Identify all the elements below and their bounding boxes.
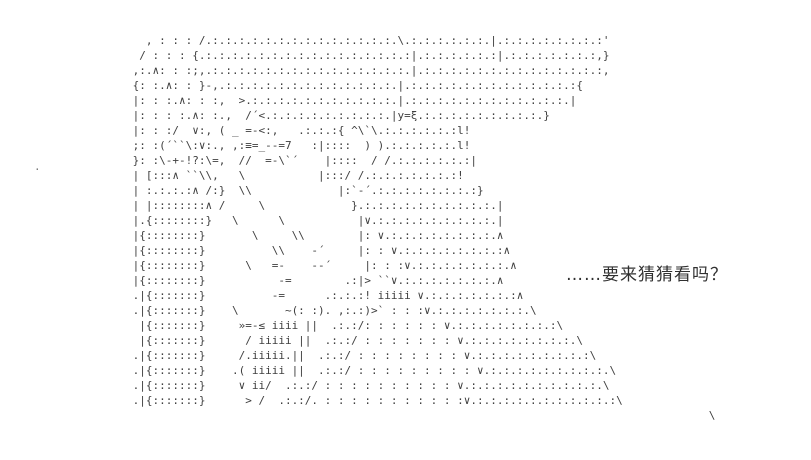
speech-text: ……要来猜猜看吗？ xyxy=(566,265,728,285)
stray-mark: . xyxy=(34,160,41,173)
ascii-art: , : : : /.:.:.:.:.:.:.:.:.:.:.:.:.:.:.\.… xyxy=(132,34,716,422)
